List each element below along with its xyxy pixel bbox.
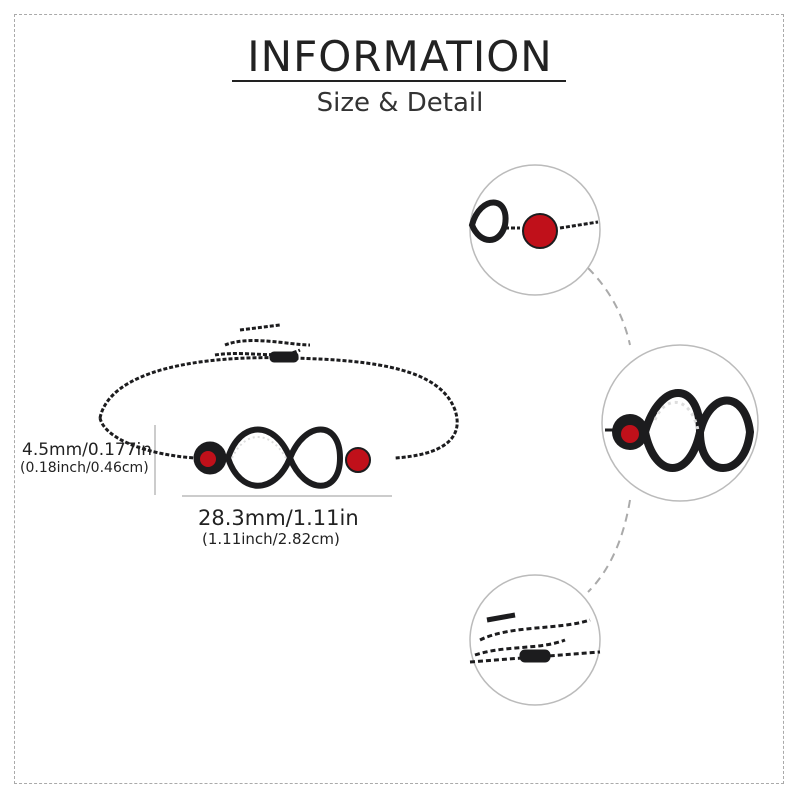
connector-bottom xyxy=(587,499,631,593)
bracelet-main xyxy=(98,323,459,489)
detail-circle-charm xyxy=(601,344,759,502)
page-title: INFORMATION xyxy=(247,32,553,81)
gem-round xyxy=(345,447,371,473)
title-underline xyxy=(232,80,566,82)
detail-circle-clasp xyxy=(469,574,601,706)
dashed-frame xyxy=(14,14,784,784)
detail-circle-gem xyxy=(468,164,601,296)
width-label-secondary: (1.11inch/2.82cm) xyxy=(202,530,340,548)
page-subtitle: Size & Detail xyxy=(316,88,484,118)
height-label-secondary: (0.18inch/0.46cm) xyxy=(20,460,149,476)
height-label: 4.5mm/0.177in xyxy=(22,440,153,460)
connector-top xyxy=(587,267,631,346)
gem-rose xyxy=(200,451,216,467)
width-label: 28.3mm/1.11in xyxy=(198,506,359,530)
